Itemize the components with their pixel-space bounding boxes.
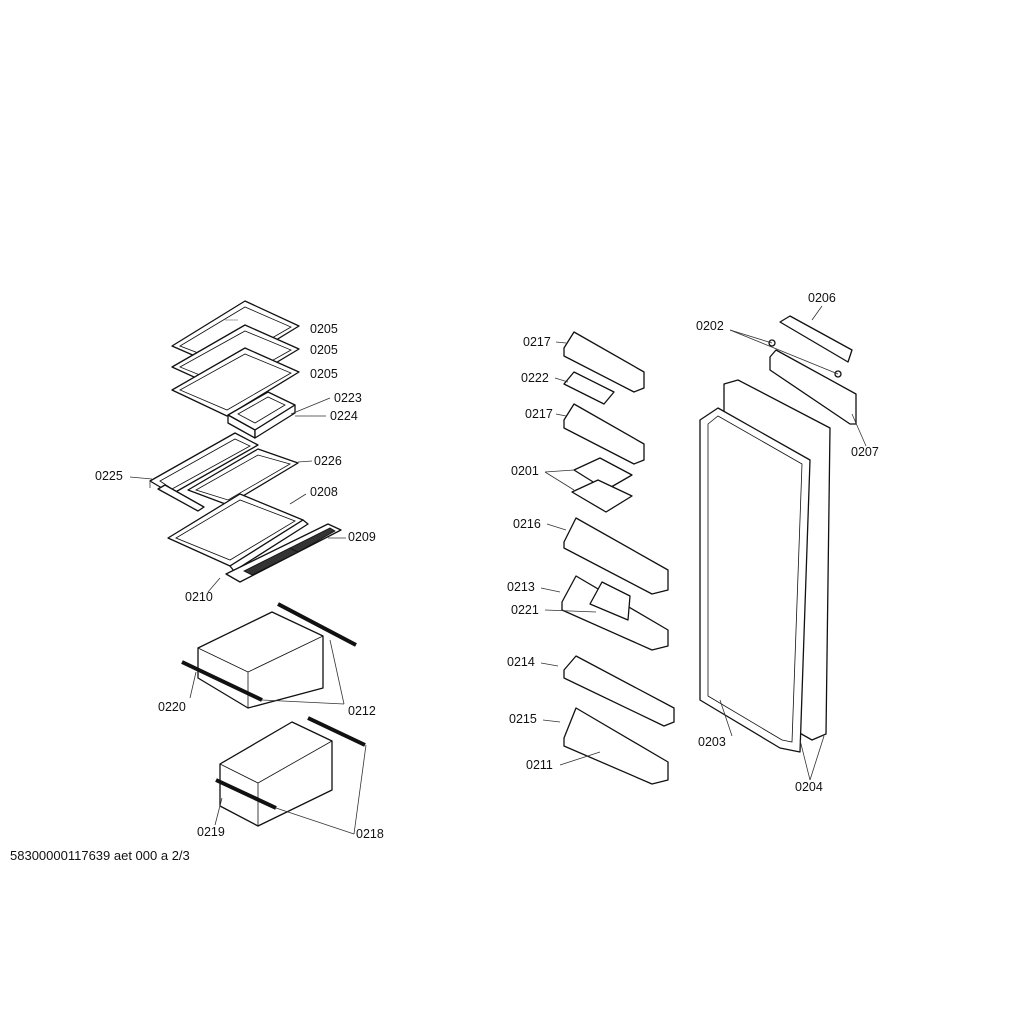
split-shelf [149, 432, 299, 512]
part-label-0212: 0212 [348, 704, 376, 718]
leader-lines [129, 305, 867, 835]
part-label-0211: 0211 [526, 758, 553, 772]
part-label-0218: 0218 [356, 827, 384, 841]
door [699, 315, 857, 753]
part-label-0223: 0223 [334, 391, 362, 405]
part-label-0208: 0208 [310, 485, 338, 499]
part-label-0217: 0217 [523, 335, 551, 349]
part-label-0206: 0206 [808, 291, 836, 305]
part-label-0226: 0226 [314, 454, 342, 468]
part-label-0205: 0205 [310, 343, 338, 357]
part-label-0207: 0207 [851, 445, 879, 459]
part-label-0215: 0215 [509, 712, 537, 726]
part-label-0201: 0201 [511, 464, 539, 478]
part-label-0214: 0214 [507, 655, 535, 669]
part-label-0213: 0213 [507, 580, 535, 594]
drawer-upper [181, 602, 357, 709]
part-label-0217: 0217 [525, 407, 553, 421]
part-label-0225: 0225 [95, 469, 123, 483]
glass-shelf-3 [171, 347, 300, 417]
part-label-0204: 0204 [795, 780, 823, 794]
crisper-tray [227, 391, 296, 439]
part-label-0219: 0219 [197, 825, 225, 839]
part-label-0222: 0222 [521, 371, 549, 385]
part-label-0205: 0205 [310, 322, 338, 336]
bottom-shelf [167, 493, 309, 572]
part-label-0209: 0209 [348, 530, 376, 544]
drawer-lower [215, 716, 366, 827]
part-label-0202: 0202 [696, 319, 724, 333]
part-label-0216: 0216 [513, 517, 541, 531]
vent-grille [225, 523, 342, 583]
document-id-footer: 58300000117639 aet 000 a 2/3 [10, 848, 190, 863]
part-label-0205: 0205 [310, 367, 338, 381]
part-label-0203: 0203 [698, 735, 726, 749]
part-label-0221: 0221 [511, 603, 539, 617]
part-label-0220: 0220 [158, 700, 186, 714]
part-label-0224: 0224 [330, 409, 358, 423]
door-racks [561, 331, 675, 785]
part-label-0210: 0210 [185, 590, 213, 604]
